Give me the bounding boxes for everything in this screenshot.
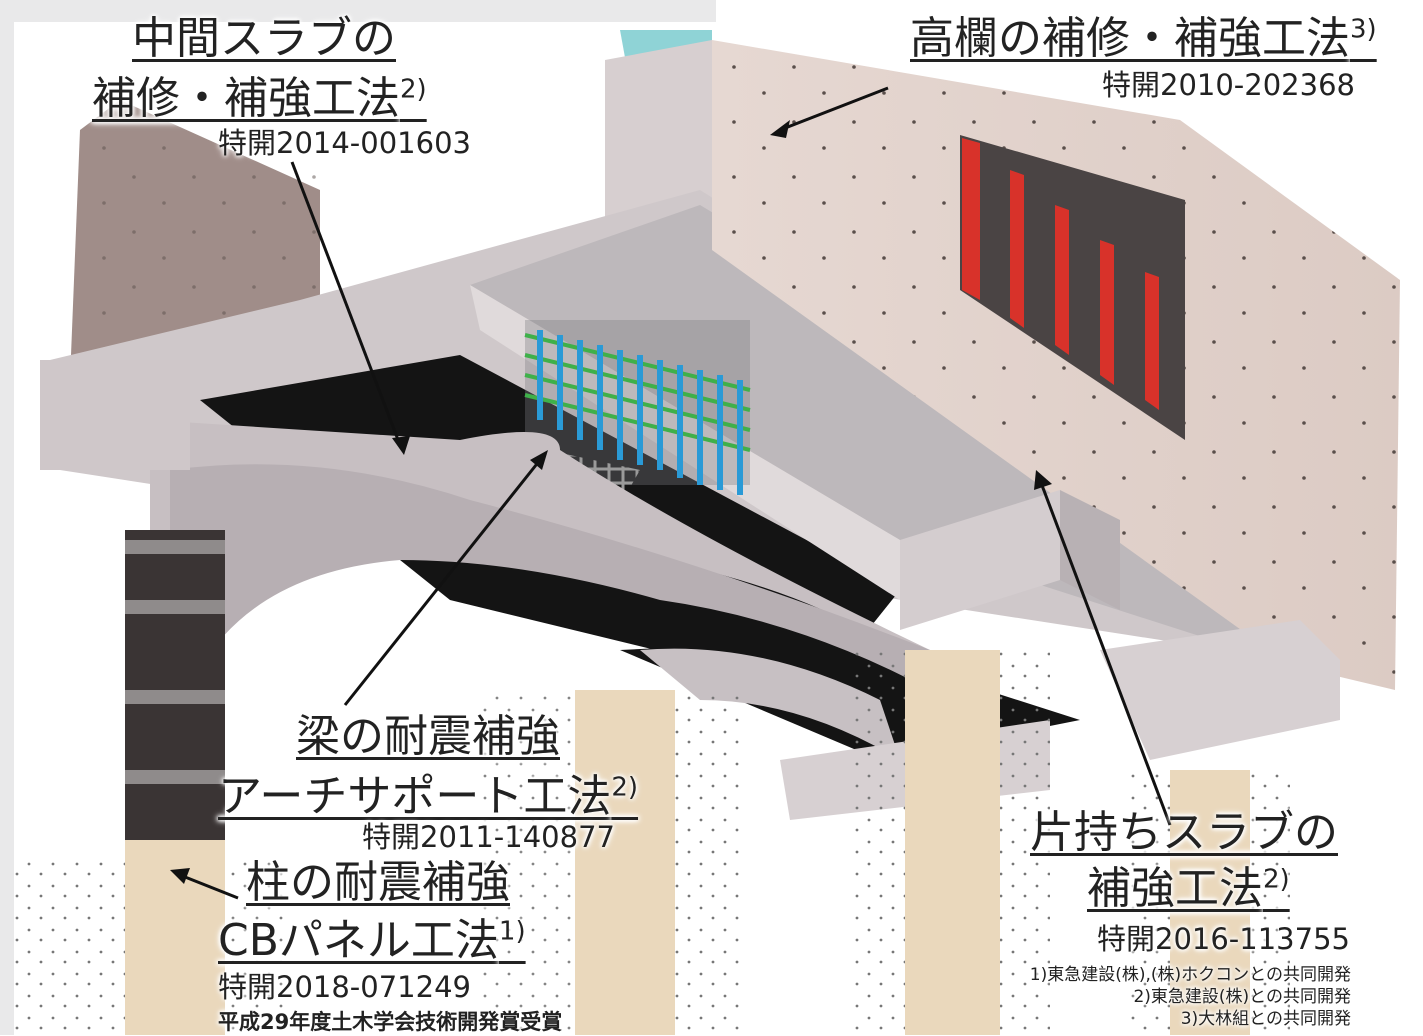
column-right xyxy=(855,650,1050,1035)
slab-mid-sup: 2) xyxy=(400,74,427,105)
cantilever-bracket xyxy=(900,490,1060,630)
cantilever-sup: 2) xyxy=(1263,864,1290,895)
column-left xyxy=(15,530,285,1035)
parapet-title: 高欄の補修・補強工法3) xyxy=(910,14,1377,64)
right-lower-beam xyxy=(1100,620,1340,760)
left-cap xyxy=(40,360,190,470)
lower-arch xyxy=(640,648,900,760)
cantilever-title-line2: 補強工法2) xyxy=(1087,864,1290,914)
parapet-sup: 3) xyxy=(1350,14,1377,45)
beam-title-text: アーチサポート工法 xyxy=(218,771,612,822)
parapet-title-text: 高欄の補修・補強工法 xyxy=(910,13,1350,64)
column-sup: 1) xyxy=(498,916,526,947)
column-award: 平成29年度土木学会技術開発賞受賞 xyxy=(218,1010,563,1034)
slab-mid-title-line1: 中間スラブの xyxy=(132,13,396,64)
column-center xyxy=(480,690,745,1035)
background-plate-left xyxy=(0,0,14,1035)
column-title-text: CBパネル工法 xyxy=(218,915,499,966)
column-title-line1: 柱の耐震補強 xyxy=(246,857,510,908)
parapet-patent: 特開2010-202368 xyxy=(1102,68,1355,102)
column-title-line2: CBパネル工法1) xyxy=(218,916,526,966)
footnote-1: 1)東急建設(株),(株)ホクコンとの共同開発 xyxy=(1029,965,1351,985)
beam-sup: 2) xyxy=(611,772,639,803)
column-far-right xyxy=(1130,770,1290,1035)
footnote-3: 3)大林組との共同開発 xyxy=(1180,1009,1351,1029)
beam-title-line1: 梁の耐震補強 xyxy=(296,711,560,762)
footnotes: 1)東急建設(株),(株)ホクコンとの共同開発 2)東急建設(株)との共同開発 … xyxy=(1030,964,1351,1030)
slab-mid-patent: 特開2014-001603 xyxy=(218,126,471,160)
parapet-reinforcement xyxy=(960,135,1185,440)
cantilever-title-line1: 片持ちスラブの xyxy=(1030,807,1338,858)
footnote-2: 2)東急建設(株)との共同開発 xyxy=(1133,987,1351,1007)
arch-beam-front xyxy=(170,464,930,690)
cantilever-title-text: 補強工法 xyxy=(1087,863,1263,914)
beam-patent: 特開2011-140877 xyxy=(362,820,615,854)
slab-mid-title-line2: 補修・補強工法2) xyxy=(92,74,427,124)
beam-title-line2: アーチサポート工法2) xyxy=(218,772,638,822)
cantilever-patent: 特開2016-113755 xyxy=(1097,922,1350,956)
parapet-bolts xyxy=(712,40,1400,690)
cantilever-side xyxy=(1060,490,1120,610)
slab-mid-title-text: 補修・補強工法 xyxy=(92,73,400,124)
background-plate xyxy=(0,0,716,22)
column-patent: 特開2018-071249 xyxy=(218,970,471,1004)
leader-lines xyxy=(170,86,1172,900)
